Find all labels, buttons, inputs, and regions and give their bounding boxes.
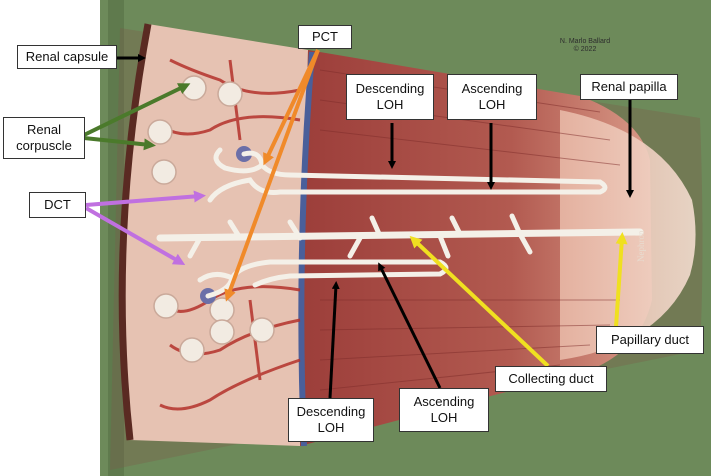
- collecting-duct-arrow: [409, 235, 550, 368]
- yellow-arrows: [409, 232, 628, 368]
- label-ascending-loh-bottom-line2: LOH: [430, 410, 458, 425]
- descending-loh-bottom-arrow: [328, 281, 340, 399]
- purple-arrows: [85, 190, 206, 265]
- label-pct: PCT: [298, 25, 352, 49]
- renal-capsule-rim: [118, 23, 152, 441]
- label-descending-loh-bottom-line1: Descending: [296, 404, 366, 419]
- label-descending-loh-top: Descending LOH: [346, 74, 434, 120]
- ascending-loh-bottom-arrow: [378, 262, 442, 389]
- label-renal-capsule: Renal capsule: [17, 45, 117, 69]
- white-frame-left: [0, 0, 108, 476]
- label-dct: DCT: [29, 192, 86, 218]
- vasa-recta: [298, 51, 315, 447]
- credit-author: N. Marlo Ballard: [559, 38, 611, 45]
- model-credit: N. Marlo Ballard © 2022: [540, 38, 630, 54]
- label-collecting-duct: Collecting duct: [495, 366, 607, 392]
- orange-arrows: [224, 49, 320, 302]
- label-collecting-duct-text: Collecting duct: [508, 371, 594, 386]
- label-papillary-duct: Papillary duct: [596, 326, 704, 354]
- label-renal-papilla: Renal papilla: [580, 74, 678, 100]
- label-pct-text: PCT: [312, 29, 338, 44]
- label-papillary-duct-text: Papillary duct: [610, 332, 690, 347]
- label-dct-text: DCT: [44, 197, 71, 212]
- renal-corpuscles: [147, 75, 275, 363]
- label-renal-corpuscle-line2: corpuscle: [16, 138, 72, 153]
- label-ascending-loh-bottom-line1: Ascending: [413, 394, 475, 409]
- credit-year: © 2022: [573, 46, 597, 53]
- label-renal-capsule-text: Renal capsule: [25, 49, 109, 64]
- label-ascending-loh-bottom: Ascending LOH: [399, 388, 489, 432]
- green-arrows: [83, 83, 191, 151]
- model-printed-label: Nephron: [636, 230, 646, 263]
- label-renal-corpuscle-line1: Renal: [27, 122, 61, 137]
- label-descending-loh-bottom-line2: LOH: [317, 420, 345, 435]
- label-ascending-loh-top: Ascending LOH: [447, 74, 537, 120]
- label-descending-loh-top-line2: LOH: [376, 97, 404, 112]
- label-renal-papilla-text: Renal papilla: [591, 79, 667, 94]
- label-ascending-loh-top-line2: LOH: [478, 97, 506, 112]
- papillary-duct-arrow: [614, 232, 628, 328]
- label-ascending-loh-top-line1: Ascending: [461, 81, 523, 96]
- label-descending-loh-top-line1: Descending: [355, 81, 425, 96]
- label-renal-corpuscle: Renal corpuscle: [3, 117, 85, 159]
- label-descending-loh-bottom: Descending LOH: [288, 398, 374, 442]
- black-arrows: [117, 54, 634, 399]
